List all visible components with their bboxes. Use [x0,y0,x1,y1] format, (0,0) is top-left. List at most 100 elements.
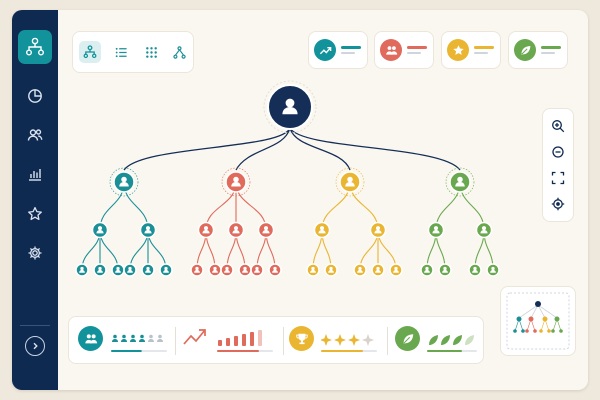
sidebar [12,10,58,390]
summary-sustainability[interactable] [389,317,483,363]
person-icon [112,334,118,342]
fit-screen-icon[interactable] [550,170,566,186]
member-node[interactable] [250,263,264,277]
stat-chip-rating[interactable] [441,31,501,69]
department-head-node[interactable] [445,167,475,197]
progress-fill [427,350,462,352]
org-chart-view-icon[interactable] [79,41,101,63]
minimap[interactable] [500,286,576,356]
member-node[interactable] [111,263,125,277]
achievement-stars [321,334,377,352]
progress-fill [111,350,142,352]
member-node[interactable] [93,263,107,277]
sidebar-divider [20,325,50,326]
department-head-node[interactable] [335,167,365,197]
member-node[interactable] [486,263,500,277]
list-view-icon[interactable] [110,41,132,63]
minimap-node [551,329,555,333]
manager-node[interactable] [139,221,157,239]
stat-chip-team[interactable] [374,31,434,69]
member-node[interactable] [324,263,338,277]
stat-chip-sustainability[interactable] [508,31,568,69]
leaf-icon [429,335,438,345]
divider [387,327,388,355]
growth-bar [242,334,246,346]
member-node[interactable] [268,263,282,277]
member-node[interactable] [389,263,403,277]
person-icon [130,334,136,342]
member-node[interactable] [238,263,252,277]
department-head-node[interactable] [109,167,139,197]
minimap-node [539,329,543,333]
summary-achievements[interactable] [285,317,383,363]
manager-node[interactable] [227,221,245,239]
trend-up-icon [183,327,207,352]
grid-view-icon[interactable] [140,41,162,63]
summary-growth[interactable] [177,317,279,363]
stat-chip-growth[interactable] [308,31,368,69]
users-icon[interactable] [23,123,47,147]
person-icon [121,334,127,342]
star-icon[interactable] [23,202,47,226]
leaf-row [427,335,477,352]
growth-bar [218,340,222,346]
star-icon [447,39,469,61]
zoom-controls [542,108,574,222]
member-node[interactable] [306,263,320,277]
org-chart-icon[interactable] [18,30,52,64]
chip-bar [474,46,494,49]
manager-node[interactable] [475,221,493,239]
manager-node[interactable] [427,221,445,239]
recenter-icon[interactable] [550,196,566,212]
member-node[interactable] [141,263,155,277]
chip-bar [541,52,555,54]
bar-chart-icon[interactable] [23,162,47,186]
manager-node[interactable] [257,221,275,239]
gear-icon[interactable] [23,241,47,265]
manager-node[interactable] [91,221,109,239]
sparkle-icon [348,334,360,346]
zoom-in-icon[interactable] [550,118,566,134]
person-icon [157,334,163,342]
divider [283,327,284,355]
person-icon [139,334,145,342]
growth-bar [258,330,262,346]
trophy-icon [289,326,314,351]
chip-bar [341,46,361,49]
person-icon [148,334,154,342]
summary-team[interactable] [69,317,173,363]
leaf-icon [465,335,474,345]
tree-view-icon[interactable] [168,41,190,63]
member-node[interactable] [208,263,222,277]
member-node[interactable] [353,263,367,277]
manager-node[interactable] [369,221,387,239]
zoom-out-icon[interactable] [550,144,566,160]
growth-bar [234,336,238,346]
member-node[interactable] [75,263,89,277]
view-toggle [72,31,194,73]
growth-bar [226,338,230,346]
pie-chart-icon[interactable] [23,84,47,108]
trend-up-icon [314,39,336,61]
member-node[interactable] [438,263,452,277]
member-node[interactable] [468,263,482,277]
member-node[interactable] [220,263,234,277]
leaf-icon [441,335,450,345]
manager-node[interactable] [313,221,331,239]
manager-node[interactable] [197,221,215,239]
sparkle-icon [321,334,332,346]
member-node[interactable] [371,263,385,277]
app-window [12,10,588,390]
department-head-node[interactable] [221,167,251,197]
member-node[interactable] [420,263,434,277]
minimap-node [521,329,525,333]
minimap-node [513,329,517,333]
leaf-icon [395,326,420,351]
chip-bar [474,52,488,54]
member-node[interactable] [159,263,173,277]
member-node[interactable] [190,263,204,277]
chip-bar [407,46,427,49]
root-node[interactable] [263,80,317,134]
member-node[interactable] [123,263,137,277]
chevron-right-icon[interactable] [25,336,45,356]
